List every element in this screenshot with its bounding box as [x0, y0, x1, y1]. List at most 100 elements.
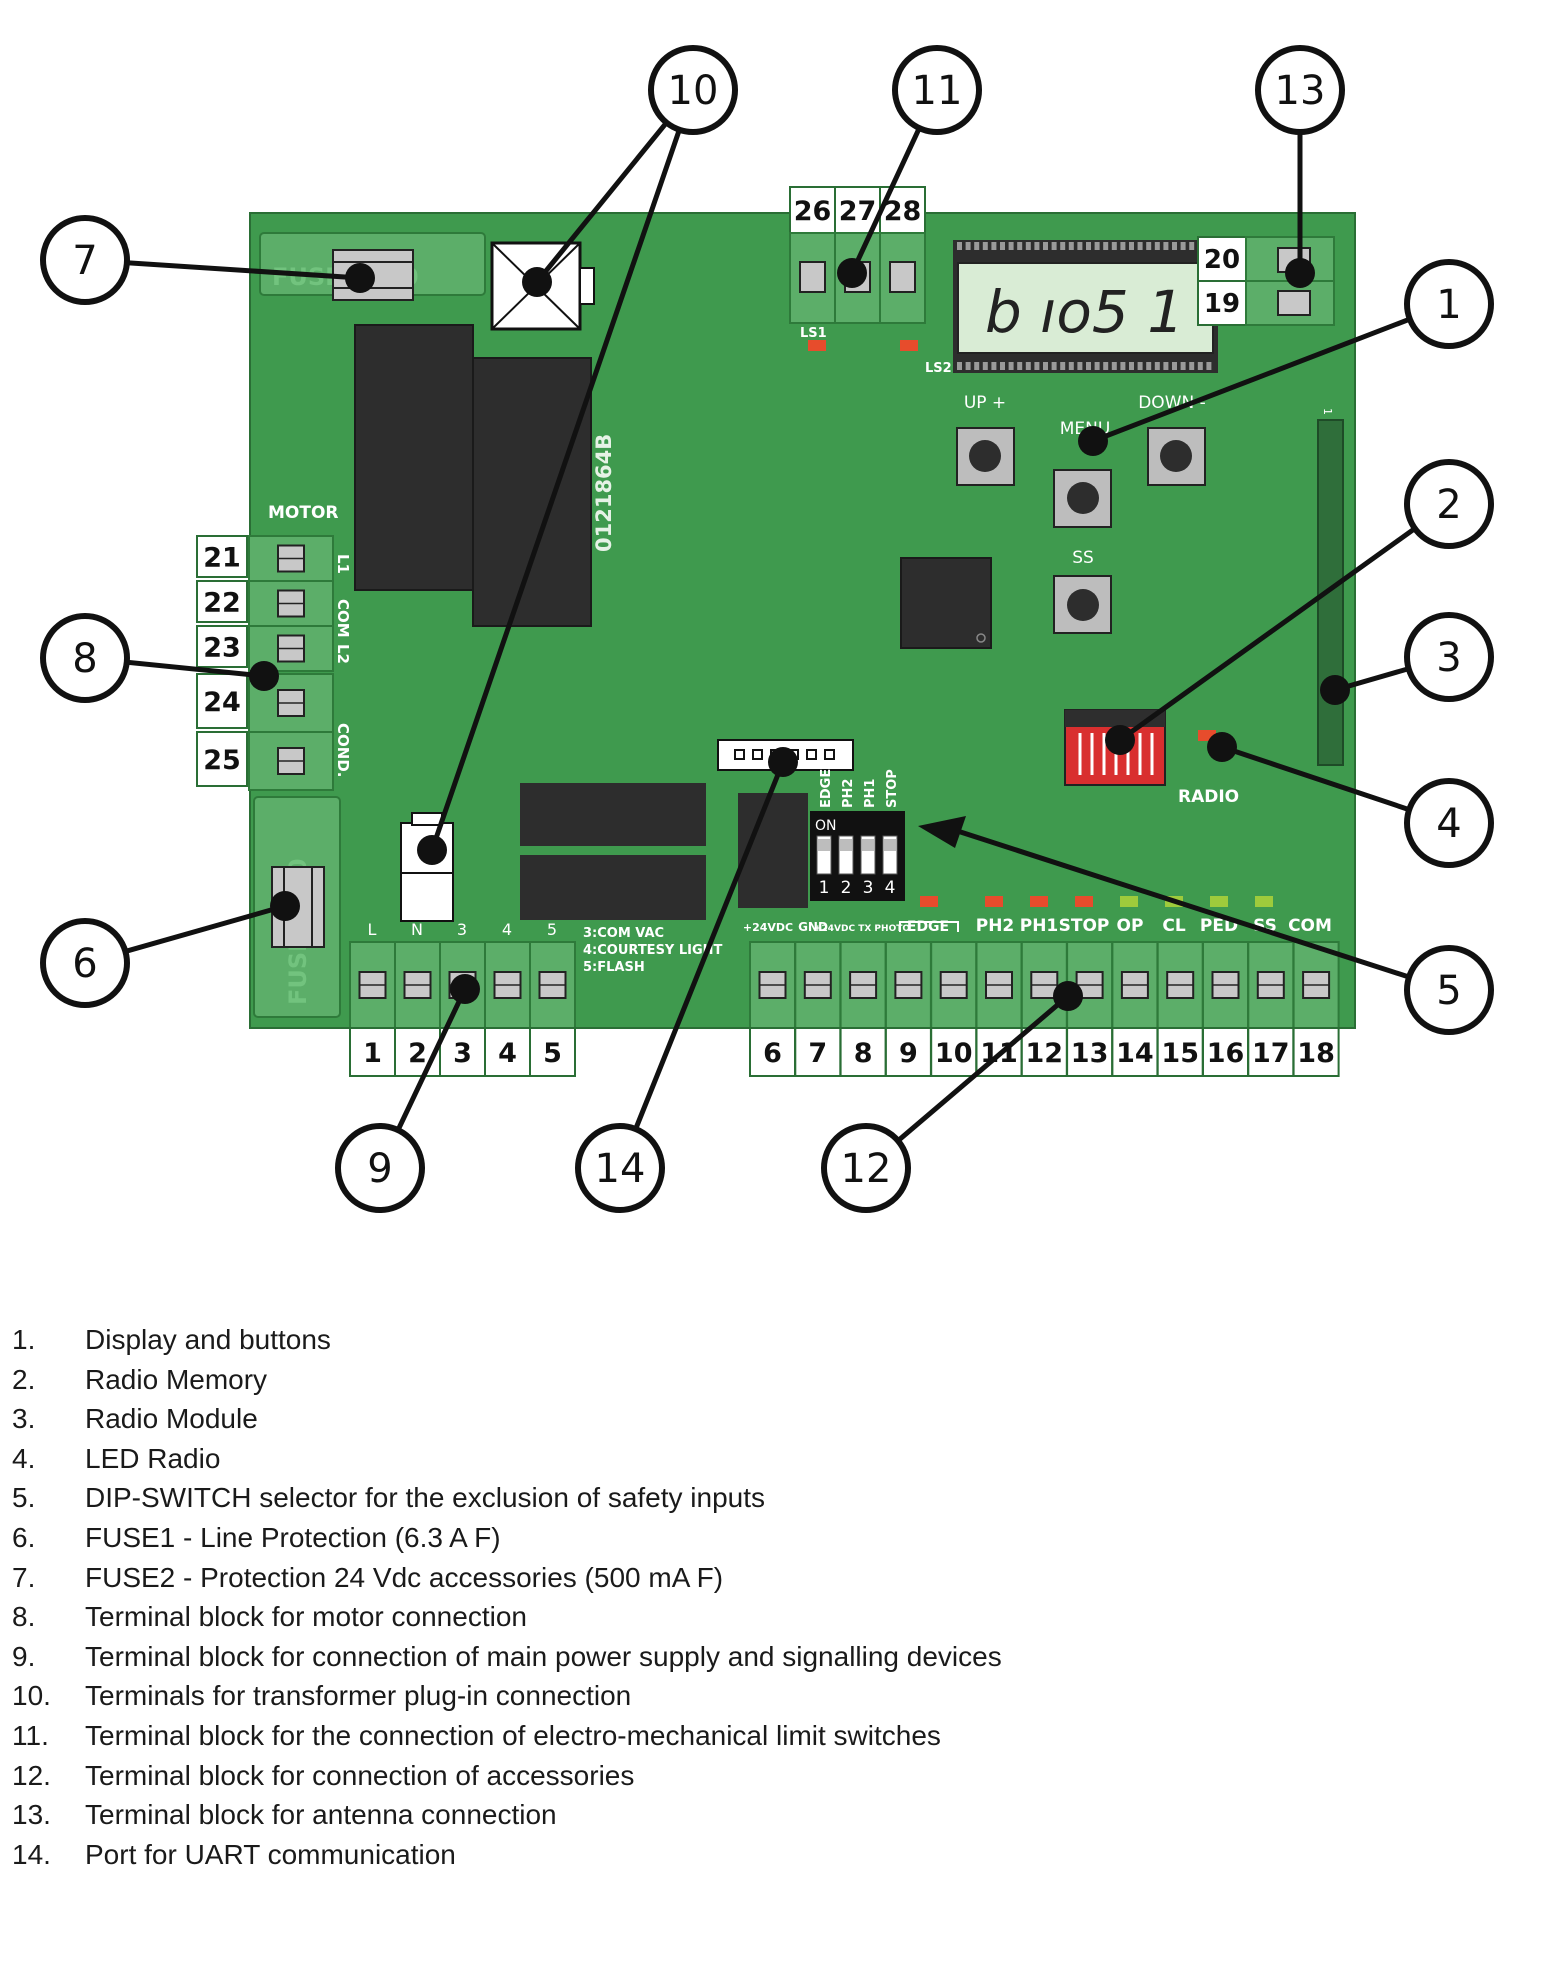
- terminal-number: 14: [1116, 1038, 1154, 1069]
- terminal-number-box: [1066, 1027, 1114, 1077]
- legend-number: 13.: [12, 1799, 51, 1831]
- accessory-terminal[interactable]: [749, 941, 796, 1029]
- callout-number: 10: [668, 68, 719, 114]
- accessory-terminal[interactable]: [1292, 941, 1340, 1029]
- accessory-terminal[interactable]: [1156, 941, 1204, 1029]
- accessory-terminal[interactable]: [1202, 941, 1249, 1029]
- legend-item: 4.LED Radio: [0, 1439, 1500, 1479]
- status-led: [1075, 896, 1093, 907]
- terminal-number: 6: [763, 1038, 782, 1069]
- power-terminal[interactable]: [484, 941, 531, 1029]
- dip-switch-lever[interactable]: 1: [816, 835, 832, 898]
- dip-switch-lever[interactable]: 2: [838, 835, 854, 898]
- dip-switch-lever[interactable]: 3: [860, 835, 876, 898]
- limit-terminal[interactable]: [789, 232, 836, 324]
- motor-terminal[interactable]: [248, 625, 334, 672]
- ic-chip: [520, 783, 706, 846]
- legend-text: Terminal block for the connection of ele…: [85, 1719, 941, 1751]
- dip-label: PH2: [841, 779, 856, 808]
- terminal-number: 12: [1026, 1038, 1064, 1069]
- terminal-number-box: [749, 1027, 796, 1077]
- ss-label: SS: [1072, 548, 1094, 568]
- terminal-number: 9: [899, 1038, 918, 1069]
- antenna-terminal-block[interactable]: 20 19: [1197, 236, 1335, 326]
- accessory-terminal[interactable]: [794, 941, 842, 1029]
- terminal-number-box: [349, 1027, 396, 1077]
- callout-number: 2: [1436, 482, 1461, 528]
- legend-text: Terminal block for antenna connection: [85, 1799, 557, 1831]
- ls2-led: [900, 340, 918, 351]
- power-header-label: L: [368, 920, 377, 939]
- legend-text: DIP-SWITCH selector for the exclusion of…: [85, 1482, 766, 1514]
- accessory-header-label: OP: [1117, 916, 1144, 936]
- callout-number: 6: [72, 941, 97, 987]
- menu-button[interactable]: [1053, 469, 1112, 528]
- dip-switch-arrow-head: [918, 816, 966, 848]
- dip-switch-lever[interactable]: 4: [882, 835, 898, 898]
- up-button[interactable]: [956, 427, 1015, 486]
- motor-label: MOTOR: [268, 503, 339, 523]
- status-led: [985, 896, 1003, 907]
- power-terminal[interactable]: [349, 941, 396, 1029]
- leader-dots: [249, 258, 1350, 1011]
- terminal-number: 26: [794, 196, 832, 227]
- legend-number: 1.: [12, 1324, 36, 1355]
- terminal-number: 17: [1252, 1038, 1290, 1069]
- ls1-led: [808, 340, 826, 351]
- up-label: UP +: [964, 393, 1006, 413]
- callout-10: 10: [648, 45, 738, 135]
- dip-on-label: ON: [815, 818, 837, 834]
- relay: [472, 357, 592, 627]
- terminal-number-box: [884, 1027, 932, 1077]
- callout-number: 12: [841, 1146, 892, 1192]
- accessory-terminal[interactable]: [839, 941, 887, 1029]
- accessory-terminal[interactable]: [1111, 941, 1159, 1029]
- terminal-number-box: [196, 673, 248, 729]
- callout-4: 4: [1404, 778, 1494, 868]
- motor-terminal[interactable]: [248, 580, 334, 627]
- down-button[interactable]: [1147, 427, 1206, 486]
- dip-number: 2: [841, 878, 852, 898]
- ls2-label: LS2: [925, 361, 952, 376]
- power-terminal[interactable]: [394, 941, 441, 1029]
- motor-terminal[interactable]: [248, 731, 334, 791]
- power-notes: 3:COM VAC 4:COURTESY LIGHT 5:FLASH: [583, 926, 723, 975]
- motor-terminal[interactable]: [248, 535, 334, 582]
- ss-button[interactable]: [1053, 575, 1112, 634]
- legend-text: FUSE1 - Line Protection (6.3 A F): [85, 1521, 501, 1553]
- accessory-terminal[interactable]: [884, 941, 932, 1029]
- accessory-terminal[interactable]: [975, 941, 1023, 1029]
- terminal-number-box: [794, 1027, 842, 1077]
- legend-text: Terminals for transformer plug-in connec…: [85, 1680, 632, 1712]
- legend-number: 8.: [12, 1601, 36, 1633]
- terminal-number-box: [196, 731, 248, 787]
- lcd-display: b ıo5 1: [953, 240, 1218, 373]
- terminal-number-box: [529, 1027, 576, 1077]
- accessory-terminal[interactable]: [930, 941, 978, 1029]
- legend-number: 14.: [12, 1838, 51, 1870]
- limit-terminal[interactable]: [879, 232, 926, 324]
- power-note: 4:COURTESY LIGHT: [583, 943, 723, 958]
- terminal-number-box: [196, 625, 248, 668]
- power-terminal[interactable]: [529, 941, 576, 1029]
- terminal-number: 21: [203, 543, 241, 574]
- accessory-terminal[interactable]: [1247, 941, 1295, 1029]
- terminal-number: 15: [1161, 1038, 1199, 1069]
- microcontroller-chip: [900, 557, 992, 649]
- power-header-label: N: [411, 920, 423, 939]
- power-note: 5:FLASH: [583, 960, 645, 975]
- transformer-connector-lower: [400, 812, 454, 922]
- legend-number: 2.: [12, 1363, 36, 1395]
- terminal-number: 16: [1207, 1038, 1245, 1069]
- legend-text: Radio Memory: [85, 1363, 268, 1395]
- legend-item: 9.Terminal block for connection of main …: [0, 1637, 1500, 1677]
- legend-number: 6.: [12, 1521, 36, 1553]
- power-note: 3:COM VAC: [583, 926, 664, 941]
- legend-item: 1.Display and buttons: [0, 1320, 1500, 1360]
- terminal-number-box: [394, 1027, 441, 1077]
